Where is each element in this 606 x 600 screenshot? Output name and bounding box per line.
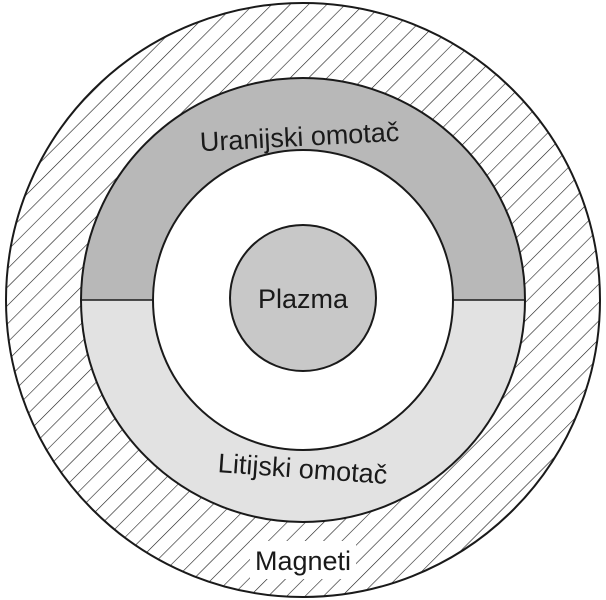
magnets-label-bg (250, 541, 356, 579)
plasma-core (229, 224, 377, 372)
magnets-label: Magneti (255, 546, 351, 576)
plasma-label: Plazma (258, 284, 349, 314)
